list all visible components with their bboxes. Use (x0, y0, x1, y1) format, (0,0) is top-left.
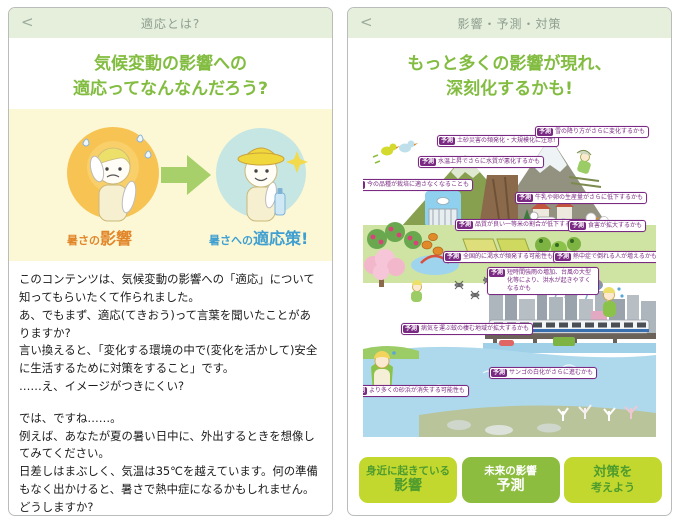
left-appbar: < 適応とは? (9, 8, 332, 38)
before-caption: 暑さの影響 (67, 229, 133, 249)
prediction-label: 予測短時間強雨の増加、台風の大型化等により、洪水が起きやすくなるかも (487, 267, 599, 295)
arrow-icon (161, 155, 211, 196)
prediction-chip: 予測 (457, 221, 474, 230)
prediction-text: 雪の降り方がさらに変化するかも (555, 128, 646, 136)
prediction-label: 予測熱中症で倒れる人が増えるかも (553, 251, 656, 264)
crouching-child-icon (411, 280, 422, 303)
prediction-text: サンゴの白化がさらに進むかも (509, 369, 594, 377)
nearby-impacts-button[interactable]: 身近に起きている 影響 (359, 457, 457, 503)
intro-paragraph-2: では、ですね……。 例えば、あなたが夏の暑い日中に、外出するときを想像してみてく… (19, 410, 318, 514)
left-page-title: 気候変動の影響への 適応ってなんなんだろう? (73, 54, 268, 99)
prediction-text: 熱中症で倒れる人が増えるかも (573, 253, 656, 261)
prediction-chip: 予測 (517, 194, 534, 203)
coral-icon (557, 404, 638, 422)
prediction-label: 予測雪の降り方がさらに変化するかも (535, 126, 650, 139)
prediction-chip: 予測 (439, 137, 456, 146)
prediction-chip: 予測 (555, 253, 572, 262)
prediction-text: 品質が良い一等米の割合が低下するかも (475, 221, 584, 229)
sparkle-icon (286, 151, 308, 174)
left-appbar-title: 適応とは? (140, 16, 201, 31)
adaptation-intro-screen: < 適応とは? 気候変動の影響への 適応ってなんなんだろう? (8, 7, 333, 516)
prediction-chip: 予測 (420, 158, 437, 167)
heat-impact-icon (67, 127, 159, 222)
bottom-nav: 身近に起きている 影響 未来の影響 予測 対策を 考えよう (348, 457, 671, 503)
prediction-text: 水温上昇でさらに水質が悪化するかも (438, 158, 541, 166)
countermeasures-button[interactable]: 対策を 考えよう (564, 457, 662, 503)
prediction-labels-layer: 予測土砂災害の頻発化・大規模化に注意!予測水温上昇でさらに水質が悪化するかも予測… (363, 115, 656, 437)
prediction-chip: 予測 (489, 269, 506, 278)
prediction-chip: 予測 (537, 128, 554, 137)
prediction-text: より多くの砂浜が消失する可能性も (369, 387, 465, 395)
prediction-label: 予測病気を運ぶ蚊の棲む地域が拡大するかも (401, 323, 534, 336)
prediction-label: 予測サンゴの白化がさらに進むかも (489, 367, 598, 380)
prediction-text: 短時間強雨の増加、台風の大型化等により、洪水が起きやすくなるかも (507, 269, 592, 292)
prediction-text: 食害が拡大するかも (588, 222, 643, 230)
right-appbar-title: 影響・予測・対策 (457, 16, 562, 31)
prediction-chip: 予測 (570, 222, 587, 231)
skier-icon (568, 150, 602, 189)
future-impacts-illustration: 予測土砂災害の頻発化・大規模化に注意!予測水温上昇でさらに水質が悪化するかも予測… (363, 115, 656, 438)
prediction-text: 全国的に渇水が頻発する可能性もある (463, 253, 566, 261)
impact-prediction-screen: < 影響・予測・対策 もっと多くの影響が現れ、 深刻化するかも! (347, 7, 672, 516)
prediction-label: 予測全国的に渇水が頻発する可能性もある (443, 251, 570, 264)
back-button[interactable]: < (360, 13, 373, 31)
prediction-label: 予測今の品種が栽培に適さなくなることも (363, 179, 474, 192)
prediction-text: 病気を運ぶ蚊の棲む地域が拡大するかも (421, 325, 530, 333)
right-appbar: < 影響・予測・対策 (348, 8, 671, 38)
heat-adaptation-icon (216, 128, 308, 222)
back-button[interactable]: < (21, 13, 34, 31)
prediction-chip: 予測 (445, 253, 462, 262)
prediction-chip: 予測 (491, 369, 508, 378)
prediction-text: 今の品種が栽培に適さなくなることも (367, 181, 470, 189)
prediction-chip: 予測 (363, 387, 368, 396)
prediction-label: 予測食害が拡大するかも (568, 220, 647, 233)
prediction-text: 牛乳や卵の生産量がさらに低下するかも (535, 194, 644, 202)
future-prediction-button[interactable]: 未来の影響 予測 (461, 457, 560, 503)
prediction-chip: 予測 (403, 325, 420, 334)
prediction-chip: 予測 (363, 181, 366, 190)
prediction-label: 予測より多くの砂浜が消失する可能性も (363, 385, 469, 398)
right-page-title: もっと多くの影響が現れ、 深刻化するかも! (407, 54, 612, 99)
cherry-tree-icon (364, 249, 405, 288)
after-caption: 暑さへの適応策! (209, 229, 309, 249)
prediction-label: 予測土砂災害の頻発化・大規模化に注意! (437, 135, 560, 148)
intro-paragraph-1: このコンテンツは、気候変動の影響への「適応」について知ってもらいたくて作られまし… (19, 272, 318, 393)
heat-adaptation-graphic (67, 127, 308, 222)
prediction-label: 予測牛乳や卵の生産量がさらに低下するかも (515, 192, 648, 205)
prediction-label: 予測水温上昇でさらに水質が悪化するかも (418, 156, 545, 169)
prediction-text: 土砂災害の頻発化・大規模化に注意! (457, 137, 556, 145)
heat-adaptation-illustration: 暑さの影響 暑さへの適応策! (9, 109, 332, 262)
birds-icon (372, 140, 418, 164)
